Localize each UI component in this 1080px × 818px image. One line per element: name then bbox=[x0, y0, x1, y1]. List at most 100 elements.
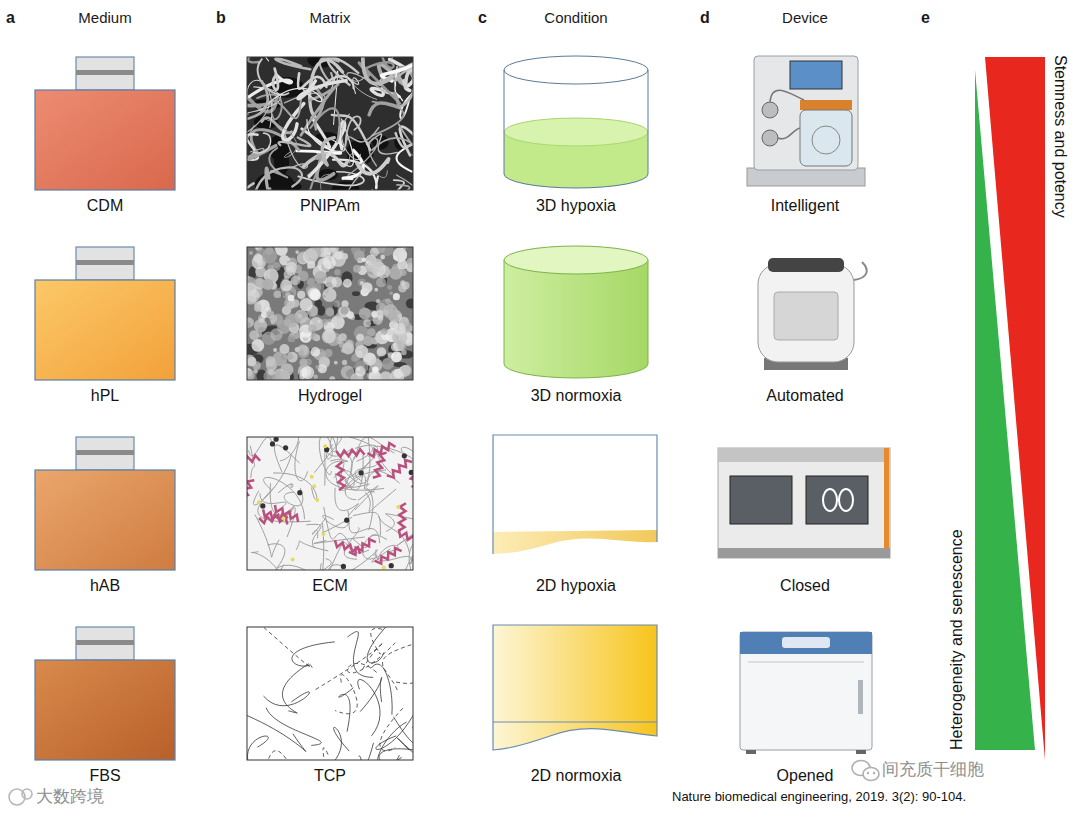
drawing-part bbox=[369, 371, 382, 380]
drawing-part bbox=[247, 736, 268, 760]
picture-group bbox=[241, 240, 416, 387]
item-picture bbox=[490, 430, 662, 600]
label-holder: Condition bbox=[490, 9, 662, 27]
drawing-part bbox=[76, 70, 134, 75]
watermark: 间充质干细胞 bbox=[882, 760, 1052, 780]
drawing-part bbox=[342, 360, 347, 365]
drawing-part bbox=[800, 110, 852, 166]
drawing-part bbox=[823, 489, 837, 511]
drawing-part bbox=[371, 628, 382, 654]
drawing-part bbox=[504, 246, 648, 274]
label-holder: Matrix bbox=[240, 9, 420, 27]
drawing-part bbox=[322, 138, 334, 165]
item-label: ECM bbox=[312, 576, 348, 596]
drawing-part bbox=[349, 539, 376, 555]
drawing-part bbox=[322, 288, 336, 302]
drawing-part bbox=[718, 448, 890, 462]
medium-bottle bbox=[35, 627, 175, 760]
drawing-part bbox=[336, 449, 364, 457]
item-label: Hydrogel bbox=[298, 386, 362, 406]
drawing-part bbox=[373, 453, 387, 478]
drawing-part bbox=[336, 313, 342, 319]
drawing-part bbox=[297, 344, 308, 355]
drawing-part bbox=[76, 260, 134, 265]
drawing-part bbox=[863, 768, 879, 781]
drawing-part bbox=[493, 530, 657, 554]
panel-heading: Medium bbox=[30, 9, 180, 27]
item-picture bbox=[28, 620, 182, 790]
device-picture bbox=[740, 632, 872, 754]
drawing-part bbox=[504, 70, 648, 188]
drawing-part bbox=[283, 445, 288, 450]
matrix-texture bbox=[247, 57, 413, 190]
drawing-part bbox=[280, 280, 292, 292]
drawing-part bbox=[247, 322, 251, 328]
drawing-part bbox=[257, 95, 282, 120]
drawing-part bbox=[35, 90, 175, 190]
drawing-part bbox=[389, 563, 394, 568]
drawing-part bbox=[269, 148, 287, 177]
label-holder: Nature biomedical engineering, 2019. 3(2… bbox=[672, 789, 1076, 805]
drawing-part bbox=[315, 498, 319, 502]
drawing-part bbox=[341, 564, 346, 569]
drawing-part bbox=[248, 57, 304, 62]
item-label: TCP bbox=[314, 766, 346, 786]
drawing-part bbox=[740, 632, 872, 750]
medium-bottle bbox=[35, 247, 175, 380]
drawing-part bbox=[314, 375, 318, 379]
drawing-part bbox=[297, 345, 310, 358]
item-picture bbox=[238, 240, 422, 410]
drawing-part bbox=[402, 281, 410, 289]
drawing-part bbox=[401, 350, 407, 356]
drawing-part bbox=[300, 298, 313, 311]
label-holder: 间充质干细胞 bbox=[882, 760, 1052, 780]
drawing-part bbox=[247, 627, 413, 760]
panel-item: 3D hypoxia bbox=[490, 50, 662, 220]
drawing-part bbox=[258, 59, 289, 95]
drawing-part bbox=[272, 564, 322, 570]
drawing-part bbox=[323, 444, 327, 448]
item-picture bbox=[238, 620, 422, 790]
drawing-part bbox=[284, 488, 303, 506]
drawing-part bbox=[371, 664, 392, 715]
item-picture bbox=[712, 430, 898, 600]
drawing-part bbox=[247, 480, 254, 503]
drawing-part bbox=[387, 460, 412, 477]
device-picture bbox=[747, 56, 865, 186]
drawing-part bbox=[386, 185, 409, 190]
drawing-part bbox=[393, 293, 400, 300]
drawing-part bbox=[274, 290, 282, 298]
panel-heading: Condition bbox=[490, 9, 662, 27]
drawing-part bbox=[363, 57, 392, 84]
drawing-part bbox=[270, 441, 275, 446]
medium-bottle bbox=[35, 57, 175, 190]
drawing-part bbox=[251, 339, 264, 352]
item-picture bbox=[712, 620, 898, 790]
drawing-part bbox=[253, 133, 270, 153]
drawing-part bbox=[334, 361, 338, 365]
picture-group bbox=[35, 627, 175, 760]
item-picture bbox=[490, 240, 662, 410]
item-picture bbox=[28, 430, 182, 600]
drawing-part bbox=[363, 336, 373, 346]
drawing-part bbox=[774, 292, 838, 340]
drawing-part bbox=[247, 317, 254, 327]
drawing-part bbox=[291, 558, 295, 562]
drawing-part bbox=[279, 344, 289, 354]
drawing-part bbox=[358, 679, 380, 735]
matrix-frame bbox=[247, 57, 413, 190]
drawing-part bbox=[276, 371, 290, 380]
drawing-part bbox=[353, 512, 381, 535]
drawing-part bbox=[268, 369, 275, 376]
drawing-part bbox=[334, 269, 340, 275]
drawing-part bbox=[264, 692, 310, 706]
drawing-part bbox=[284, 270, 292, 278]
drawing-part bbox=[281, 517, 285, 521]
drawing-part bbox=[266, 168, 270, 190]
drawing-part bbox=[352, 291, 360, 296]
item-label: Intelligent bbox=[771, 196, 840, 216]
drawing-part bbox=[262, 279, 274, 291]
drawing-part bbox=[375, 548, 402, 564]
drawing-part bbox=[292, 642, 335, 666]
drawing-part bbox=[404, 69, 413, 87]
